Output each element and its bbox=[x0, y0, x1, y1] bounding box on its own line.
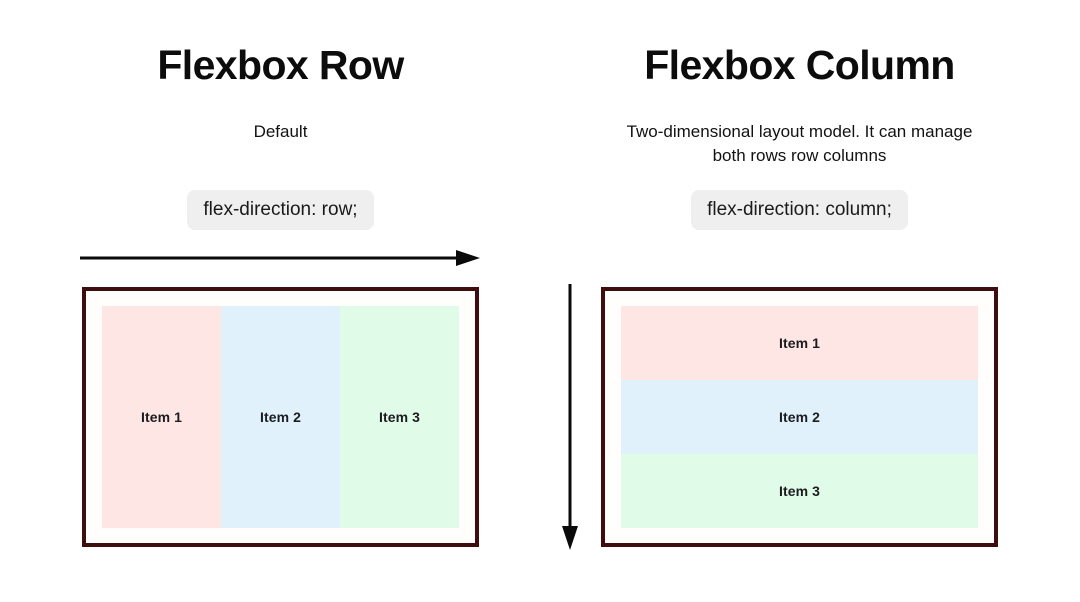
flex-item-label: Item 2 bbox=[778, 409, 821, 425]
flexbox-row-code-chip: flex-direction: row; bbox=[187, 190, 374, 230]
flex-item-label: Item 1 bbox=[778, 335, 821, 351]
flex-item: Item 3 bbox=[340, 306, 459, 528]
flex-item: Item 3 bbox=[621, 454, 978, 528]
flexbox-row-code-chip-row: flex-direction: row; bbox=[82, 190, 479, 230]
flex-item-label: Item 2 bbox=[259, 409, 302, 425]
flex-item: Item 1 bbox=[102, 306, 221, 528]
flex-item: Item 1 bbox=[621, 306, 978, 380]
row-direction-arrow-icon bbox=[80, 250, 480, 266]
flexbox-column-demo-container: Item 1 Item 2 Item 3 bbox=[601, 287, 998, 547]
flex-item: Item 2 bbox=[621, 380, 978, 454]
flexbox-column-code-chip: flex-direction: column; bbox=[691, 190, 908, 230]
flex-item: Item 2 bbox=[221, 306, 340, 528]
flexbox-row-title: Flexbox Row bbox=[157, 42, 404, 88]
flex-item-label: Item 1 bbox=[140, 409, 183, 425]
flexbox-column-code-chip-row: flex-direction: column; bbox=[601, 190, 998, 230]
flexbox-row-demo-container: Item 1 Item 2 Item 3 bbox=[82, 287, 479, 547]
flexbox-column-title: Flexbox Column bbox=[644, 42, 955, 88]
flexbox-row-subtitle: Default bbox=[253, 122, 308, 141]
flex-item-label: Item 3 bbox=[778, 483, 821, 499]
flex-item-label: Item 3 bbox=[378, 409, 421, 425]
flexbox-column-subtitle: Two-dimensional layout model. It can man… bbox=[601, 120, 998, 168]
flexbox-column-subtitle-text: Two-dimensional layout model. It can man… bbox=[626, 122, 973, 165]
column-direction-arrow-icon bbox=[562, 284, 578, 550]
